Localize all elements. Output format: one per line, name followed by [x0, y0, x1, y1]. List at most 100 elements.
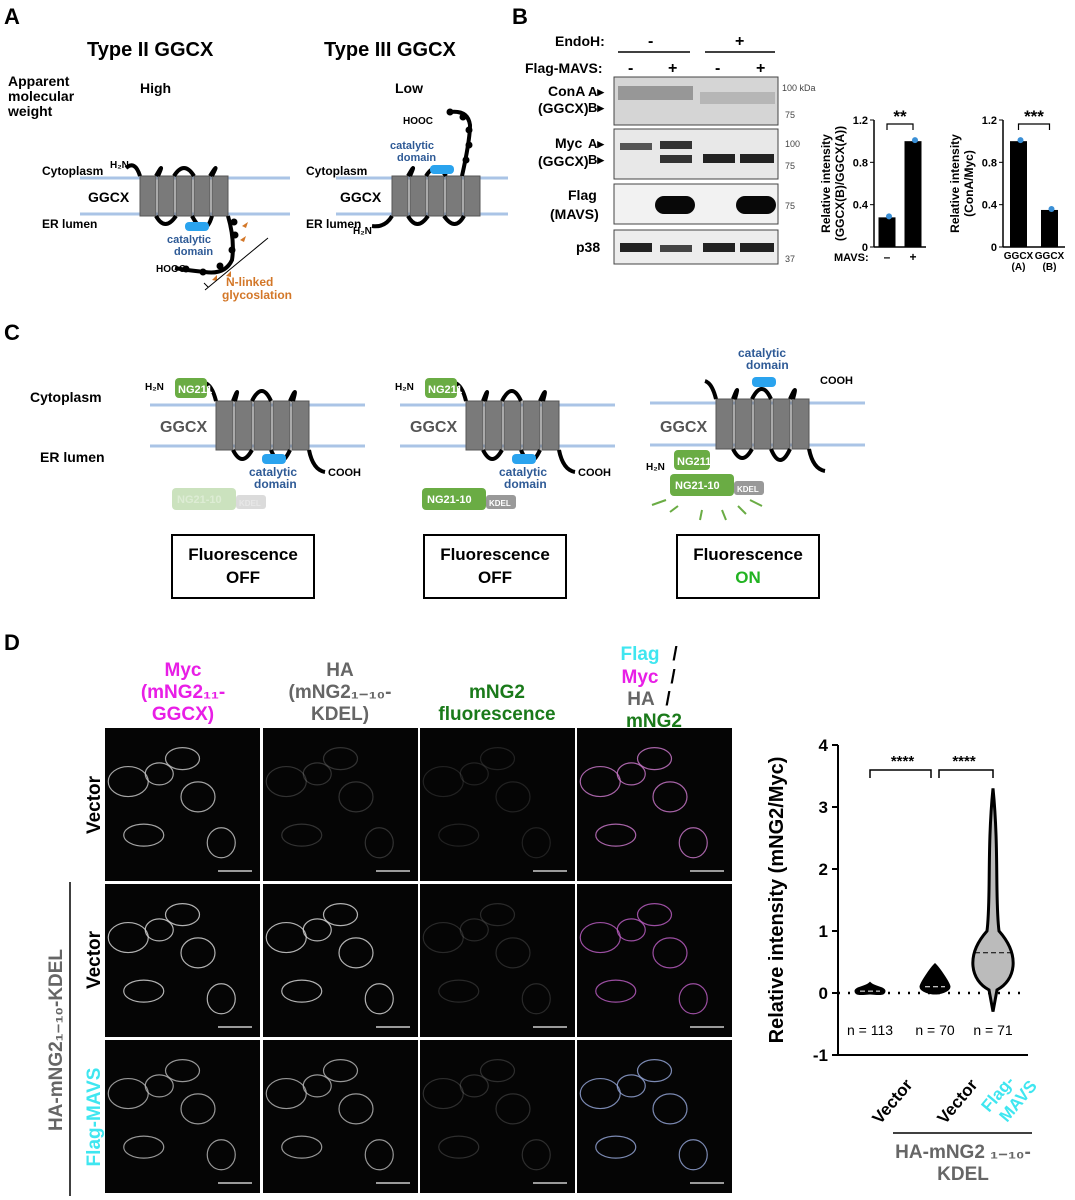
endoh-minus: -	[648, 33, 653, 50]
blot-flag	[613, 183, 779, 225]
cell-outline	[521, 1139, 551, 1171]
cell-outline	[678, 827, 708, 859]
cell-outline	[164, 746, 201, 771]
micrograph	[263, 884, 418, 1037]
x-prefix: MAVS:	[834, 252, 869, 264]
x-label: +	[909, 250, 916, 264]
sig-label: **	[893, 107, 907, 126]
ggcx-label-c: GGCX	[410, 419, 457, 436]
row-myc-sub: (GGCX)	[538, 153, 589, 169]
myc-band-5	[740, 154, 774, 163]
y-tick-label: 1.2	[853, 115, 868, 127]
bracket	[203, 237, 269, 291]
cell-outline	[495, 1093, 531, 1125]
y-axis-label: Relative intensity	[948, 134, 962, 233]
ng2-110-tag	[172, 488, 236, 510]
cell-outline	[322, 1058, 359, 1083]
cell-outline	[495, 781, 531, 813]
cell-outline	[107, 1077, 149, 1110]
cell-outline	[422, 765, 464, 798]
marker-37: 37	[785, 254, 795, 264]
domain-label-3: domain	[397, 152, 436, 164]
col-merge-ha: HA	[627, 689, 655, 710]
cell-outline	[338, 937, 374, 969]
cooh-label-c: COOH	[328, 467, 361, 479]
col-merge-slash-1: /	[672, 644, 678, 665]
fluorescence-box-3	[676, 534, 820, 599]
row-flag-sub: (MAVS)	[550, 206, 599, 222]
catalytic-domain-type3	[430, 165, 454, 174]
c-cytoplasm: Cytoplasm	[30, 389, 102, 405]
micrograph	[105, 884, 260, 1037]
col-mng2-1: mNG2	[469, 682, 525, 703]
er-lumen-label-3: ER lumen	[306, 217, 361, 231]
cell-outline	[438, 1135, 480, 1159]
cell-outline	[364, 983, 394, 1015]
cytoplasm-label: Cytoplasm	[42, 164, 103, 178]
bar	[904, 141, 922, 247]
tm-helix	[715, 398, 734, 450]
col-myc-2: (mNG2₁₁-	[141, 682, 225, 703]
tm-helix	[772, 398, 791, 450]
tm-helix	[484, 400, 503, 451]
y-tick-label: 0	[819, 984, 828, 1003]
data-point	[1048, 205, 1055, 212]
h2n-label-c: H₂N	[395, 382, 414, 393]
type2-title: Type II GGCX	[87, 39, 214, 61]
cell-outline	[459, 918, 489, 942]
marker-75a: 75	[785, 110, 795, 120]
panel-c: C Cytoplasm ER lumen GGCXcatalyticdomain…	[4, 320, 865, 599]
x-label: –	[884, 250, 891, 264]
cell-outline	[281, 823, 323, 847]
y-tick-label: 0.8	[982, 157, 997, 169]
micrograph	[263, 728, 418, 881]
apparent-label-1: Apparent	[8, 73, 70, 89]
cell-outline	[180, 1093, 216, 1125]
data-point	[886, 213, 892, 220]
n-label: n = 71	[973, 1022, 1013, 1038]
glow-ray	[669, 505, 679, 513]
marker-100: 100	[785, 139, 800, 149]
y-tick-label: 2	[819, 860, 828, 879]
cell-outline	[579, 921, 621, 954]
fluor-3: Fluorescence	[693, 545, 803, 564]
cell-outline	[164, 902, 201, 927]
panel-a: A Type II GGCX Type III GGCX Apparent mo…	[4, 4, 508, 302]
mavs-lane2: +	[668, 60, 677, 77]
n-label: n = 113	[847, 1022, 893, 1038]
high-label: High	[140, 80, 171, 96]
apparent-label-2: molecular	[8, 88, 75, 104]
cell-outline	[652, 937, 688, 969]
myc-band-2	[660, 141, 692, 149]
sig-label: ****	[952, 753, 976, 770]
cell-outline	[636, 1058, 673, 1083]
cytoplasm-label-3: Cytoplasm	[306, 164, 367, 178]
row-myc: Myc	[555, 135, 582, 151]
cell-outline	[322, 746, 359, 771]
col-merge-slash-3: /	[665, 689, 671, 710]
ng2-110-tag	[422, 488, 486, 510]
domain-label: domain	[174, 246, 213, 258]
hooc-label-3: HOOC	[403, 116, 433, 127]
col-merge-slash-2: /	[670, 667, 676, 688]
loops-top	[454, 381, 547, 402]
panel-label-b: B	[512, 4, 528, 29]
mavs-lane1: -	[628, 60, 633, 77]
kdel-label: KDEL	[489, 499, 511, 508]
kdel-tag	[734, 481, 764, 495]
tm-helix	[503, 400, 522, 451]
cona-band-2	[700, 92, 775, 104]
y-axis-label: Relative intensity	[819, 134, 833, 233]
data-point	[1017, 137, 1024, 144]
er-lumen-label: ER lumen	[42, 217, 97, 231]
sig-label: ***	[1024, 107, 1044, 126]
fluor-2-state: OFF	[478, 568, 512, 587]
y-tick-label: 4	[819, 736, 829, 755]
tm-helix	[291, 400, 310, 451]
cell-outline	[123, 823, 165, 847]
row-p38: p38	[576, 239, 600, 255]
p38-band-2	[660, 245, 692, 252]
cona-band-b: B▸	[588, 100, 605, 115]
y-axis-label-2: (GGCX(B)/GGCX(A))	[833, 126, 847, 241]
